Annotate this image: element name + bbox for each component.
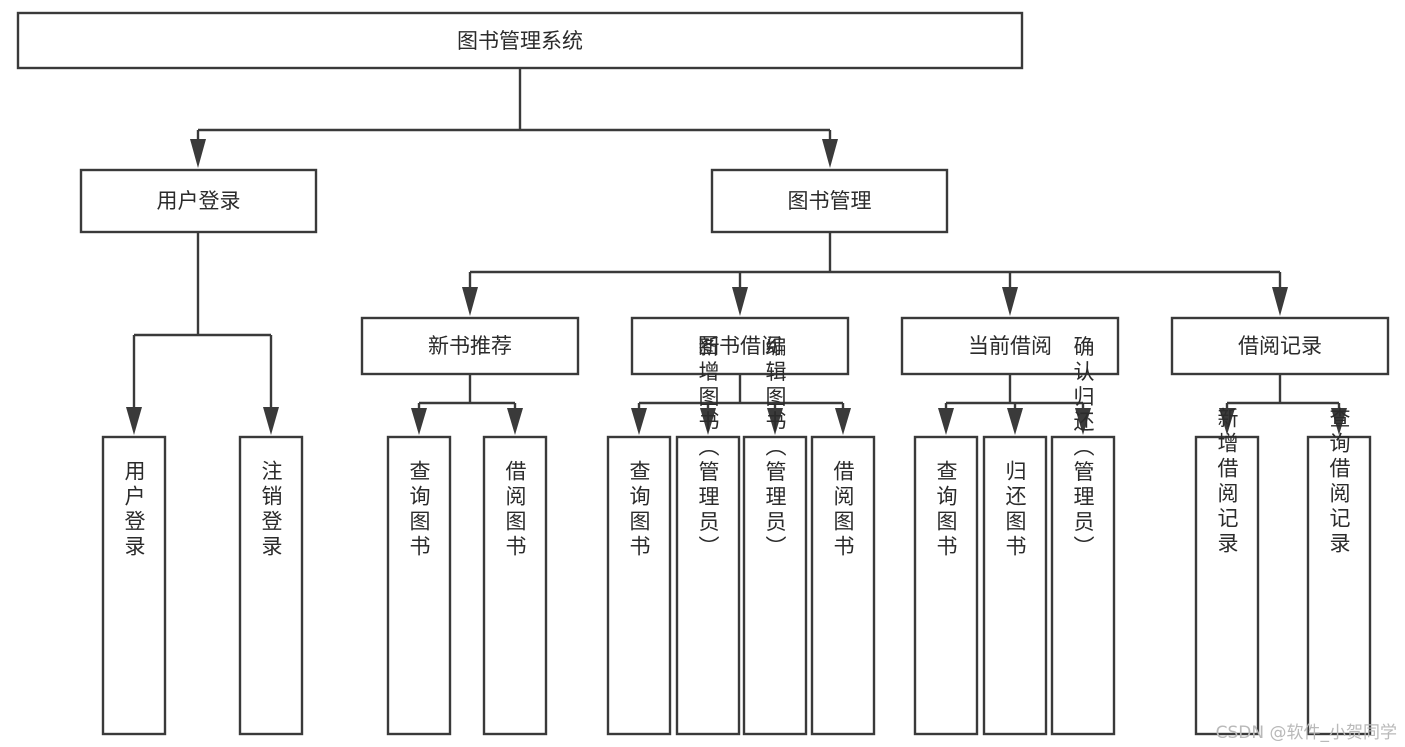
node-leaf-query-book-a-box[interactable] (386, 435, 452, 736)
arrow-to-leaf-query-book-b (631, 408, 647, 435)
node-leaf-user-login-box[interactable] (101, 435, 167, 736)
node-leaf-borrow-book-b-label: 借阅图书 (831, 460, 855, 560)
arrow-to-leaf-return-book (1007, 408, 1023, 435)
node-new-book-rec-label: 新书推荐 (428, 334, 512, 358)
node-current-borrow[interactable]: 当前借阅 (900, 316, 1120, 376)
node-leaf-user-login[interactable]: 用户登录 (101, 435, 167, 736)
node-leaf-query-book-b[interactable]: 查询图书 (606, 435, 672, 736)
node-user-login-label: 用户登录 (157, 189, 241, 213)
node-current-borrow-box[interactable] (900, 316, 1120, 376)
node-leaf-add-record-label: 新增借阅记录 (1215, 407, 1239, 557)
node-leaf-confirm-return-box[interactable] (1050, 435, 1116, 736)
node-leaf-borrow-book-a-box[interactable] (482, 435, 548, 736)
node-leaf-query-record-label: 查询借阅记录 (1327, 407, 1351, 557)
node-user-login-box[interactable] (79, 168, 318, 234)
node-leaf-query-book-b-box[interactable] (606, 435, 672, 736)
arrow-to-current-borrow (1002, 287, 1018, 316)
node-leaf-add-record[interactable]: 新增借阅记录 (1194, 407, 1260, 736)
node-leaf-return-book-label: 归还图书 (1003, 460, 1027, 560)
node-current-borrow-label: 当前借阅 (968, 334, 1052, 358)
arrow-to-leaf-logout (263, 407, 279, 435)
arrow-to-leaf-add-record (1219, 408, 1235, 435)
node-leaf-add-record-box[interactable] (1194, 435, 1260, 736)
node-leaf-query-book-c[interactable]: 查询图书 (913, 435, 979, 736)
node-leaf-edit-book-label: 编辑图书（管理员） (763, 336, 787, 561)
csdn-watermark: CSDN @软件_小贺同学 (1215, 723, 1397, 743)
node-leaf-return-book-box[interactable] (982, 435, 1048, 736)
connector-layer (126, 68, 1347, 435)
arrow-to-leaf-confirm-return (1075, 408, 1091, 435)
node-book-mgmt[interactable]: 图书管理 (710, 168, 949, 234)
node-leaf-confirm-return-label: 确认归还（管理员） (1071, 336, 1095, 561)
node-leaf-query-book-b-label: 查询图书 (627, 460, 651, 560)
arrow-to-leaf-query-book-a (411, 408, 427, 435)
node-leaf-borrow-book-b[interactable]: 借阅图书 (810, 435, 876, 736)
node-borrow-record[interactable]: 借阅记录 (1170, 316, 1390, 376)
node-leaf-user-login-label: 用户登录 (122, 460, 146, 560)
node-leaf-borrow-book-a[interactable]: 借阅图书 (482, 435, 548, 736)
node-leaf-borrow-book-a-label: 借阅图书 (503, 460, 527, 560)
arrow-to-leaf-edit-book (767, 408, 783, 435)
node-book-mgmt-box[interactable] (710, 168, 949, 234)
arrow-to-leaf-borrow-book-a (507, 408, 523, 435)
node-leaf-query-book-a[interactable]: 查询图书 (386, 435, 452, 736)
arrow-to-book-borrow (732, 287, 748, 316)
node-borrow-record-label: 借阅记录 (1238, 334, 1322, 358)
node-leaf-query-record[interactable]: 查询借阅记录 (1306, 407, 1372, 736)
arrow-to-leaf-query-book-c (938, 408, 954, 435)
node-leaf-add-book-label: 新增图书（管理员） (696, 336, 720, 561)
node-book-borrow[interactable]: 图书借阅 (630, 316, 850, 376)
node-leaf-query-book-a-label: 查询图书 (407, 460, 431, 560)
node-leaf-borrow-book-b-box[interactable] (810, 435, 876, 736)
node-leaf-logout-label: 注销登录 (259, 460, 283, 560)
node-user-login[interactable]: 用户登录 (79, 168, 318, 234)
node-book-borrow-label: 图书借阅 (698, 334, 782, 358)
node-borrow-record-box[interactable] (1170, 316, 1390, 376)
arrow-to-book-mgmt (822, 139, 838, 168)
node-new-book-rec[interactable]: 新书推荐 (360, 316, 580, 376)
node-book-borrow-box[interactable] (630, 316, 850, 376)
arrow-to-leaf-add-book (700, 408, 716, 435)
node-leaf-query-record-box[interactable] (1306, 435, 1372, 736)
node-leaf-edit-book[interactable]: 编辑图书（管理员） (742, 336, 808, 736)
arrow-to-user-login (190, 139, 206, 168)
node-root-box[interactable] (16, 11, 1024, 70)
node-leaf-query-book-c-label: 查询图书 (934, 460, 958, 560)
node-book-mgmt-label: 图书管理 (788, 189, 872, 213)
node-leaf-query-book-c-box[interactable] (913, 435, 979, 736)
node-leaf-edit-book-box[interactable] (742, 435, 808, 736)
node-leaf-logout[interactable]: 注销登录 (238, 435, 304, 736)
node-root-label: 图书管理系统 (457, 29, 583, 53)
arrow-to-leaf-query-record (1331, 408, 1347, 435)
node-leaf-add-book[interactable]: 新增图书（管理员） (675, 336, 741, 736)
node-leaf-return-book[interactable]: 归还图书 (982, 435, 1048, 736)
arrow-to-borrow-record (1272, 287, 1288, 316)
arrow-to-leaf-borrow-book-b (835, 408, 851, 435)
node-root[interactable]: 图书管理系统 (16, 11, 1024, 70)
arrow-to-new-book-rec (462, 287, 478, 316)
node-leaf-confirm-return[interactable]: 确认归还（管理员） (1050, 336, 1116, 736)
arrow-to-leaf-user-login (126, 407, 142, 435)
node-leaf-add-book-box[interactable] (675, 435, 741, 736)
node-leaf-logout-box[interactable] (238, 435, 304, 736)
node-new-book-rec-box[interactable] (360, 316, 580, 376)
